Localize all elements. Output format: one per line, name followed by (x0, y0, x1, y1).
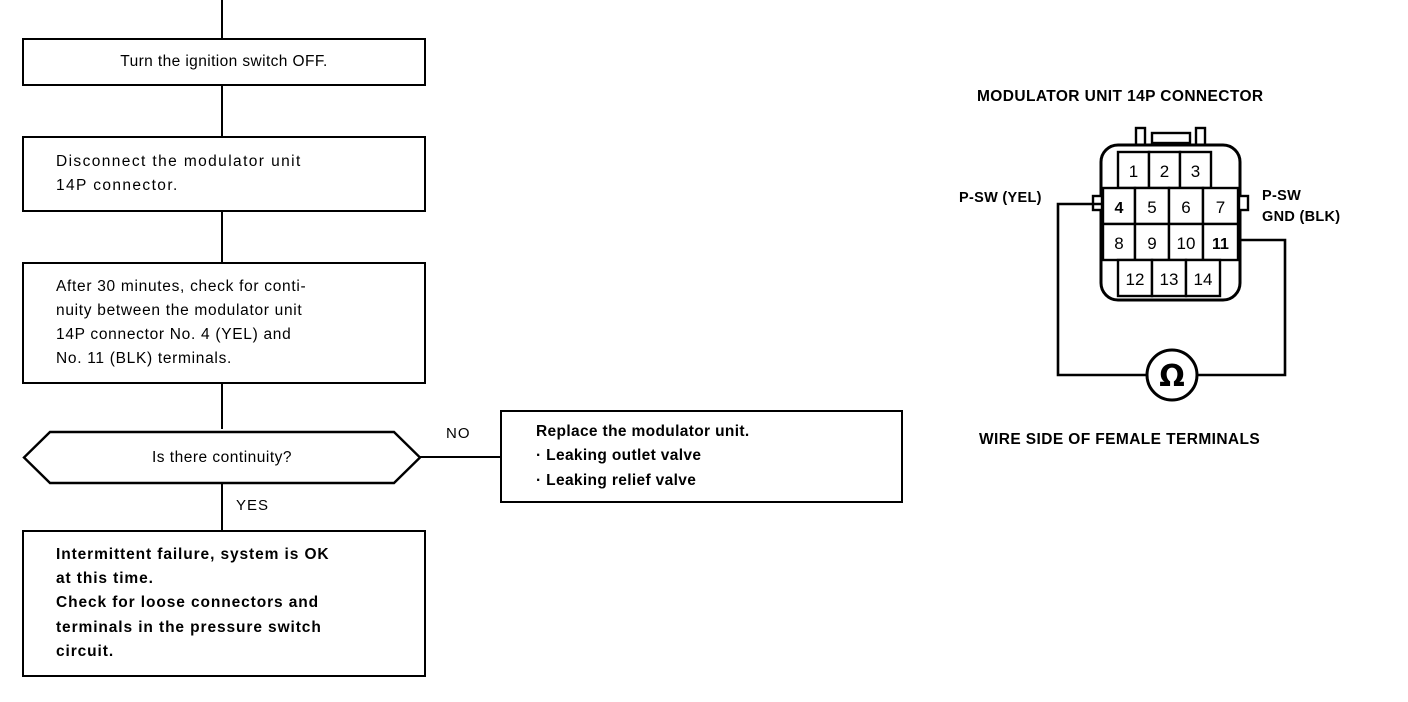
outcome-text-intermittent-failure: Intermittent failure, system is OK at th… (56, 546, 330, 660)
pin-number-6: 6 (1181, 198, 1190, 217)
step-text-turn-ignition-off: Turn the ignition switch OFF. (120, 52, 328, 70)
outcome-replace-content: Replace the modulator unit. · Leaking ou… (536, 420, 750, 492)
step-box-turn-ignition-off: Turn the ignition switch OFF. (22, 38, 426, 86)
pin-label-left-p-sw-yel: P-SW (YEL) (959, 190, 1042, 206)
decision-text-continuity: Is there continuity? (151, 448, 293, 466)
pin-number-14: 14 (1194, 270, 1213, 289)
branch-line-yes (221, 484, 223, 530)
connector-diagram-caption: WIRE SIDE OF FEMALE TERMINALS (979, 431, 1261, 448)
flow-connector-line-1 (221, 86, 223, 136)
connector-tab-right (1194, 126, 1207, 148)
connector-notch-right (1237, 194, 1250, 212)
pin-cell-11 (1201, 222, 1240, 262)
pin-cell-4 (1101, 186, 1137, 226)
pin-number-11: 11 (1212, 236, 1229, 253)
connector-tab-left (1134, 126, 1147, 148)
branch-line-no (420, 456, 500, 458)
pin-cell-12 (1116, 258, 1154, 298)
flow-connector-line-2 (221, 212, 223, 262)
step-text-disconnect-connector: Disconnect the modulator unit 14P connec… (56, 152, 302, 194)
outcome-bullet-leaking-relief-valve: · Leaking relief valve (536, 471, 697, 489)
flow-connector-line-3 (221, 384, 223, 429)
outcome-box-replace-modulator: Replace the modulator unit. · Leaking ou… (500, 410, 903, 503)
pin-number-8: 8 (1114, 234, 1123, 253)
connector-latch-bar (1150, 131, 1192, 145)
pin-number-2: 2 (1160, 162, 1169, 181)
step-text-check-continuity: After 30 minutes, check for conti- nuity… (56, 277, 307, 368)
pin-cell-7 (1201, 186, 1240, 226)
connector-diagram-title: MODULATOR UNIT 14P CONNECTOR (977, 88, 1264, 105)
ohmmeter-symbol (1145, 348, 1199, 402)
branch-label-no: NO (446, 425, 471, 442)
pin-cell-8 (1101, 222, 1137, 262)
outcome-box-intermittent-failure: Intermittent failure, system is OK at th… (22, 530, 426, 677)
test-lead-wire-right (1197, 238, 1287, 377)
branch-label-yes: YES (236, 497, 270, 514)
ohm-glyph: Ω (1159, 359, 1185, 394)
pin-number-10: 10 (1177, 234, 1196, 253)
pin-number-13: 13 (1160, 270, 1179, 289)
pin-number-5: 5 (1147, 198, 1156, 217)
pin-number-7: 7 (1216, 198, 1225, 217)
outcome-bullet-leaking-outlet-valve: · Leaking outlet valve (536, 447, 702, 465)
pin-cell-14 (1184, 258, 1222, 298)
pin-number-1: 1 (1129, 162, 1138, 181)
pin-number-3: 3 (1191, 162, 1200, 181)
pin-number-4: 4 (1115, 200, 1124, 217)
flow-connector-line-top (221, 0, 223, 38)
decision-hexagon-continuity: Is there continuity? (22, 429, 422, 486)
pin-cell-2 (1147, 150, 1182, 190)
test-lead-wire-left (1056, 202, 1147, 377)
pin-number-12: 12 (1126, 270, 1145, 289)
step-box-disconnect-connector: Disconnect the modulator unit 14P connec… (22, 136, 426, 212)
outcome-title-replace-modulator: Replace the modulator unit. (536, 423, 750, 441)
step-box-check-continuity: After 30 minutes, check for conti- nuity… (22, 262, 426, 384)
pin-number-9: 9 (1147, 234, 1156, 253)
pin-label-right-p-sw-gnd-blk: P-SW GND (BLK) (1262, 188, 1341, 226)
